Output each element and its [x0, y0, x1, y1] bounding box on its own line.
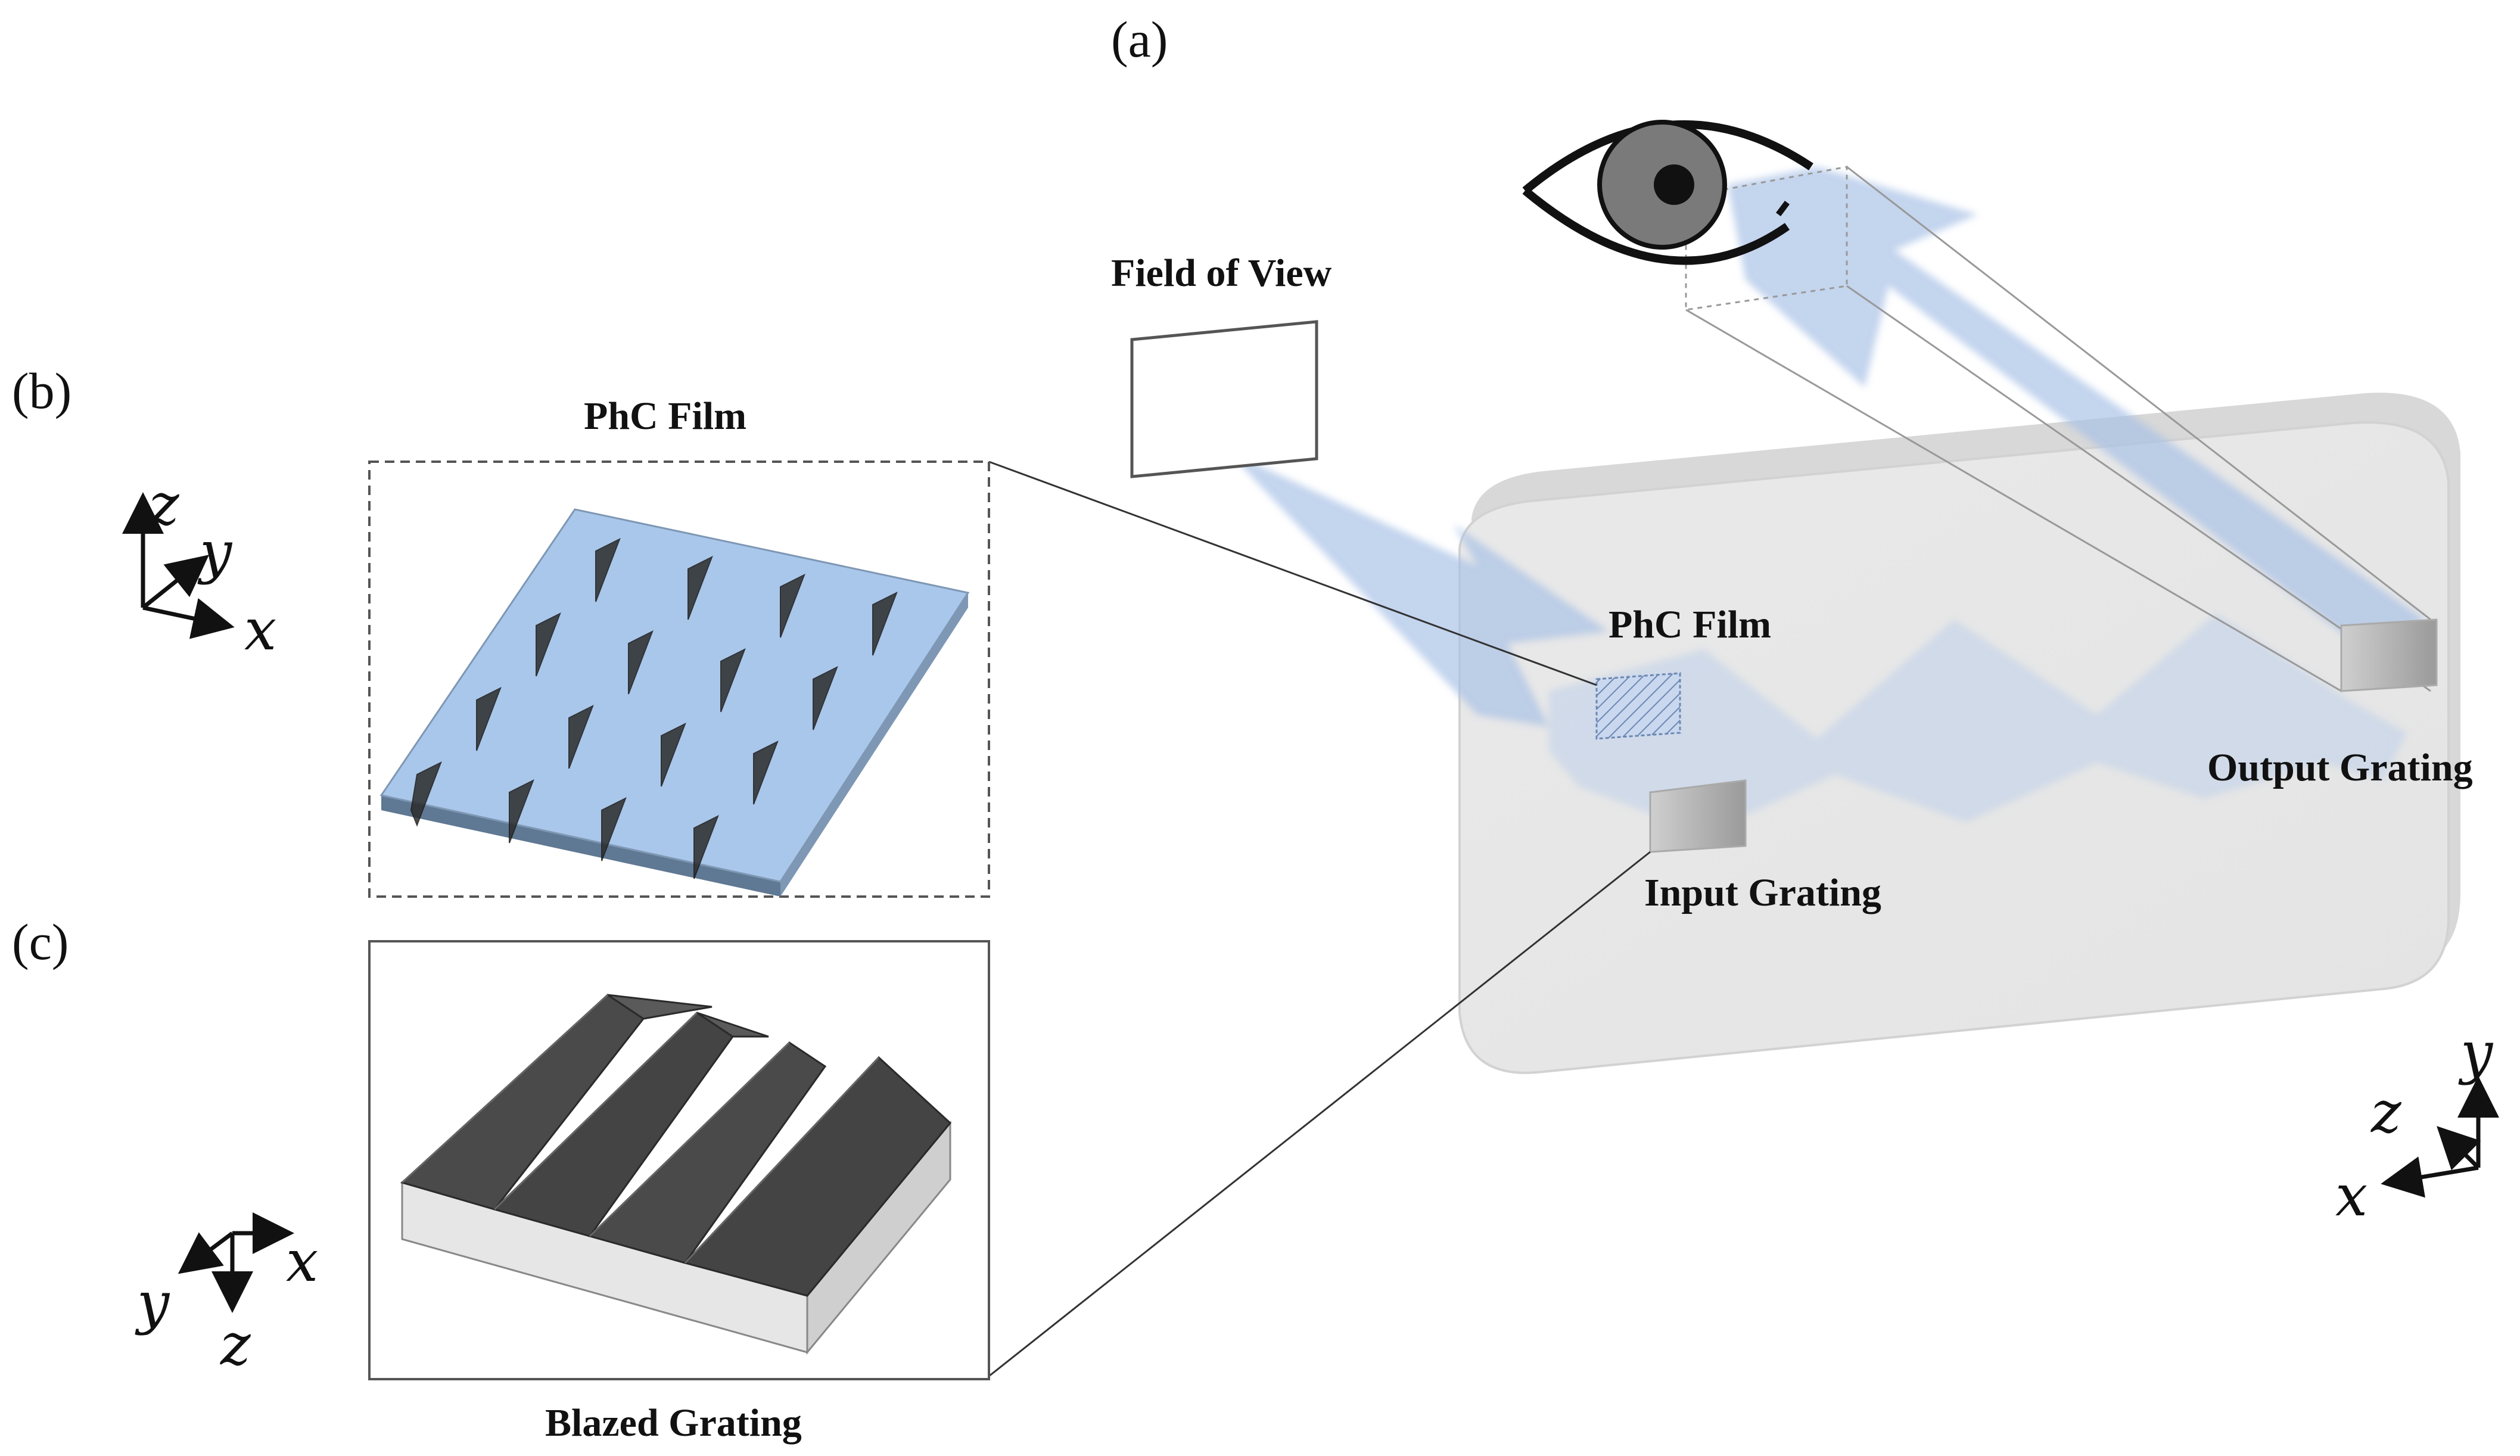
light-beams [1197, 167, 2425, 834]
axis-a-x: x [2335, 1162, 2367, 1229]
connector-lines [988, 461, 1651, 1377]
outgoing-beam [1728, 167, 2425, 655]
panel-label-a: (a) [1111, 11, 1168, 68]
axis-b-z: z [148, 471, 180, 538]
incoming-beam [1197, 387, 1609, 727]
axes-b [122, 492, 235, 639]
guided-beam [1549, 614, 2407, 834]
input-grating [1649, 779, 1747, 853]
phc-film-inset-title: PhC Film [584, 394, 746, 438]
input-grating-label: Input Grating [1644, 871, 1881, 914]
blazed-teeth [400, 994, 952, 1297]
viewing-box [1685, 166, 2431, 692]
axis-a-y: y [2458, 1019, 2494, 1086]
eye-icon [1522, 120, 1813, 265]
phc-film-label: PhC Film [1609, 603, 1771, 646]
axis-c-z: z [220, 1311, 251, 1378]
axis-b-y: y [197, 519, 233, 586]
output-grating-label: Output Grating [2207, 746, 2473, 789]
axis-b-x: x [244, 596, 276, 663]
panel-label-c: (c) [12, 913, 69, 970]
phc-film-inset [368, 461, 990, 898]
phc-film-patch [1595, 672, 1681, 740]
panel-label-b: (b) [12, 362, 71, 419]
output-grating [2340, 618, 2438, 692]
axes-c [178, 1212, 294, 1313]
field-of-view-frame [1130, 320, 1318, 478]
blazed-grating-title: Blazed Grating [545, 1401, 802, 1445]
field-of-view-label: Field of View [1111, 251, 1332, 295]
axes-a [2381, 1076, 2499, 1198]
axis-a-z: z [2370, 1079, 2402, 1146]
axis-c-x: x [286, 1228, 318, 1295]
axis-c-y: y [135, 1270, 170, 1336]
blazed-grating-inset [368, 940, 990, 1380]
